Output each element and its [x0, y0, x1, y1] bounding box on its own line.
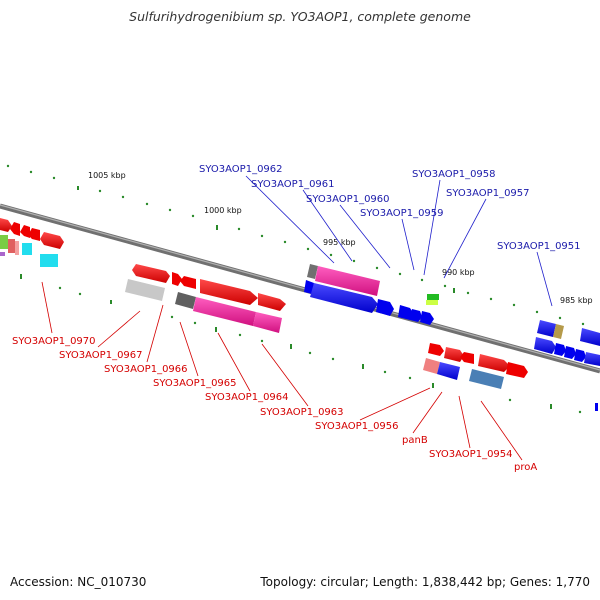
gene-cluster-left: [0, 218, 64, 267]
gene-label: panB: [402, 435, 428, 446]
leader-lines-top: [245, 175, 553, 307]
gene-cluster-right: [423, 343, 528, 389]
gene-label: SYO3AOP1_0956: [315, 421, 399, 432]
genome-summary-text: Topology: circular; Length: 1,838,442 bp…: [260, 575, 590, 589]
gene-label: SYO3AOP1_0965: [153, 378, 237, 389]
leader-lines-bottom: [41, 281, 523, 461]
gene-label: SYO3AOP1_0960: [306, 194, 390, 205]
gene-label: SYO3AOP1_0957: [446, 188, 530, 199]
gene-label: SYO3AOP1_0954: [429, 449, 513, 460]
gene-cluster-middle: [125, 264, 286, 333]
kbp-label: 1000 kbp: [204, 206, 242, 215]
gene-label: SYO3AOP1_0958: [412, 169, 496, 180]
gene-label: SYO3AOP1_0970: [12, 336, 96, 347]
gene-cluster-far-right: [534, 320, 600, 366]
gene-label: proA: [514, 462, 537, 473]
accession-text: Accession: NC_010730: [10, 575, 147, 589]
gene-label: SYO3AOP1_0967: [59, 350, 143, 361]
kbp-label: 1005 kbp: [88, 171, 126, 180]
gene-label: SYO3AOP1_0964: [205, 392, 289, 403]
gene-label: SYO3AOP1_0962: [199, 164, 283, 175]
scale-upper: [6, 164, 585, 326]
gene-label: SYO3AOP1_0961: [251, 179, 335, 190]
gene-label: SYO3AOP1_0959: [360, 208, 444, 219]
map-title: Sulfurihydrogenibium sp. YO3AOP1, comple…: [129, 9, 471, 24]
kbp-label: 985 kbp: [560, 296, 593, 305]
gene-label: SYO3AOP1_0966: [104, 364, 188, 375]
genome-backbone: [0, 203, 600, 374]
gene-label: SYO3AOP1_0951: [497, 241, 581, 252]
gene-cluster-upper: [304, 264, 439, 325]
kbp-label: 990 kbp: [442, 268, 475, 277]
gene-label: SYO3AOP1_0963: [260, 407, 344, 418]
scale-lower: [20, 274, 598, 414]
